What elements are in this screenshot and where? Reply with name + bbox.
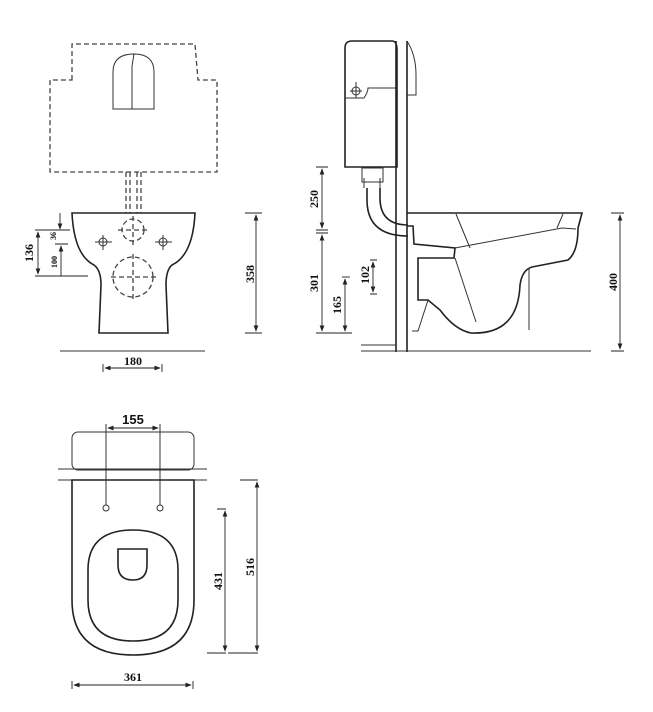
dim-431: 431 [211,572,225,590]
side-view: 250 301 165 102 400 [307,40,624,352]
wall-lines [58,468,207,481]
flush-pipe [125,172,142,213]
side-floor-line [361,344,591,352]
fixing-hole-crosses [95,235,172,250]
flush-plate [112,53,155,110]
bolt-hole-right [156,504,164,512]
dim-180: 180 [124,354,142,368]
dim-36: 36 [49,232,58,240]
dim-165: 165 [330,296,344,314]
connector [361,167,384,188]
flush-pipe-bend [366,188,409,237]
dim-102: 102 [358,266,372,284]
dim-100: 100 [50,256,59,268]
dim-358: 358 [243,265,257,283]
bolt-hole-left [102,504,110,512]
seat-outline [71,479,195,656]
dim-361: 361 [124,670,142,684]
bowl-side [407,212,584,334]
inlet-circle [121,218,145,242]
center-marks [111,216,156,300]
dim-516: 516 [243,558,257,576]
dim-155: 155 [122,412,144,427]
concealed-cistern-outline [49,43,218,173]
wall [395,41,408,352]
lid-hinge-cover [117,548,148,581]
dim-136: 136 [22,244,36,262]
dim-400: 400 [606,273,620,291]
top-view: 155 431 516 361 [58,412,260,689]
cistern-top [71,431,195,471]
bowl-front [71,212,196,334]
seat-inner [87,529,179,642]
dim-250: 250 [307,190,321,208]
front-view: 358 136 36 100 180 [22,43,262,372]
dim-301: 301 [307,274,321,292]
side-flush-plate [406,40,417,96]
cistern [344,40,398,168]
